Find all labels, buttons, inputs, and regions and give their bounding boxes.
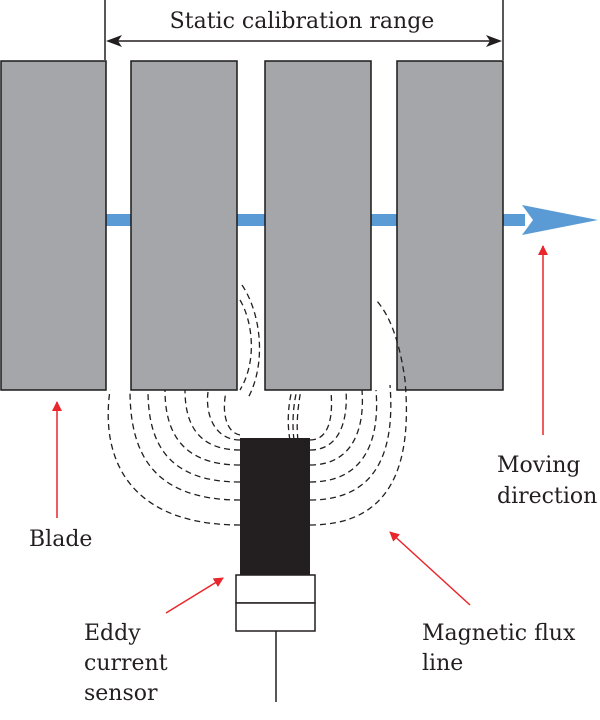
blade-4 [396, 60, 504, 391]
blade-1 [0, 60, 107, 391]
sensor-label-line2: current [84, 651, 168, 676]
sensor-label-line1: Eddy [84, 621, 141, 646]
blade-3 [264, 60, 372, 391]
flux-line-label-line2: line [422, 651, 463, 676]
blade-label: Blade [29, 527, 92, 552]
calibration-range-label: Static calibration range [170, 9, 435, 34]
blade-2 [130, 60, 238, 391]
calibration-range-bracket [104, 0, 504, 60]
sensor-label-line3: sensor [84, 681, 158, 706]
magnetic-flux-lines [107, 284, 408, 526]
pointer-sensor [165, 577, 224, 614]
moving-direction-label-line1: Moving [497, 453, 581, 478]
pointer-flux-line [389, 531, 471, 606]
eddy-current-sensor [235, 438, 316, 702]
moving-direction-label-line2: direction [497, 484, 597, 509]
flux-line-label-line1: Magnetic flux [422, 621, 576, 646]
